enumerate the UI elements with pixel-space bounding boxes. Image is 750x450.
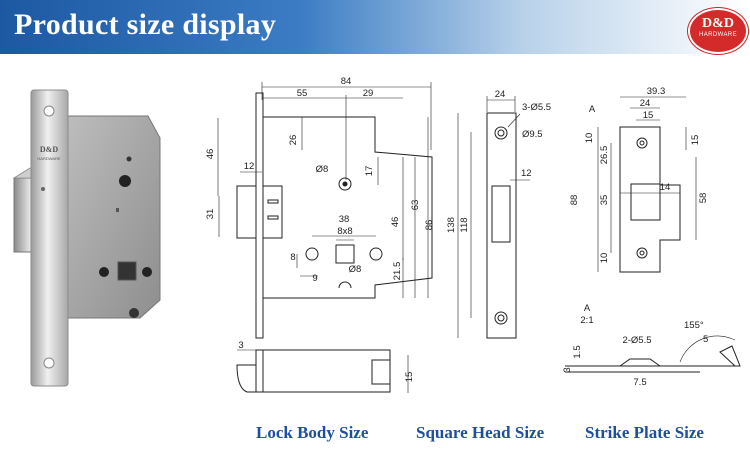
plate-engraving: D&D <box>40 145 58 154</box>
face-plate <box>30 89 69 387</box>
dim-phi8: Ø8 <box>316 164 329 175</box>
dim-46b: 46 <box>390 217 401 228</box>
lb-cylinder <box>335 244 355 264</box>
caption-square-head: Square Head Size <box>416 423 545 442</box>
dim-sp-label-a: A <box>589 104 596 115</box>
plate-engraving-sub: HARDWARE <box>37 156 61 161</box>
sp-opening <box>630 183 661 221</box>
dim-84: 84 <box>341 76 352 87</box>
dim-31: 31 <box>205 209 216 220</box>
dim-sh-24: 24 <box>495 89 506 100</box>
dim-sp-5: 5 <box>703 334 708 345</box>
dim-sp-88: 88 <box>569 195 580 206</box>
lock-body-drawing <box>217 82 433 393</box>
dim-55: 55 <box>297 88 308 99</box>
brand-logo: D&D HARDWARE <box>688 8 748 54</box>
dim-8x8: 8x8 <box>337 226 352 237</box>
cylinder-hole <box>117 261 137 281</box>
lb-side-view <box>262 349 391 393</box>
dim-sp-3: 3 <box>562 367 573 372</box>
spindle-hole <box>119 175 131 187</box>
dim-9: 9 <box>312 273 317 284</box>
caption-lock-body: Lock Body Size <box>256 423 369 442</box>
dim-sp-58: 58 <box>698 193 709 204</box>
dim-sp-holes: 2-Ø5.5 <box>622 335 651 346</box>
lb-latch <box>236 185 257 239</box>
dim-26: 26 <box>288 135 299 146</box>
dim-sp-26-5: 26.5 <box>599 146 610 165</box>
dim-38: 38 <box>339 214 350 225</box>
page-title: Product size display <box>14 8 277 41</box>
dim-sh-138: 138 <box>446 217 457 233</box>
dim-sp-24: 24 <box>640 98 651 109</box>
dim-sp-14: 14 <box>660 182 671 193</box>
logo-text: D&D <box>702 16 734 31</box>
lock-photo: D&D HARDWARE <box>12 89 161 387</box>
dim-3: 3 <box>238 340 243 351</box>
lock-body-dims: 84 55 29 26 46 12 31 Ø8 17 38 8x8 46 63 … <box>205 76 435 382</box>
lb-case <box>262 116 433 299</box>
dim-46: 46 <box>205 149 216 160</box>
dim-63: 63 <box>410 200 421 211</box>
dim-sp-angle: 155° <box>684 320 704 331</box>
dim-17: 17 <box>364 166 375 177</box>
caption-strike-plate: Strike Plate Size <box>585 423 704 442</box>
dim-8: 8 <box>290 252 295 263</box>
lb-faceplate <box>255 92 264 339</box>
screw-hole-top <box>43 105 55 117</box>
dim-21-5: 21.5 <box>392 262 403 281</box>
square-head-drawing <box>457 96 530 339</box>
dim-sp-15b: 15 <box>690 135 701 146</box>
lb-spindle-hole <box>338 177 352 191</box>
dim-phi8b: Ø8 <box>349 264 362 275</box>
dim-15: 15 <box>404 372 415 383</box>
screw-hole-bottom <box>43 357 55 369</box>
dim-sp-1-5: 1.5 <box>572 345 583 358</box>
dim-sp-scale: 2:1 <box>580 315 593 326</box>
dim-29: 29 <box>363 88 374 99</box>
title-banner: Product size display <box>0 0 750 54</box>
dim-sh-holes: 3-Ø5.5 <box>522 102 551 113</box>
dim-sp-15: 15 <box>643 110 654 121</box>
dim-12: 12 <box>244 161 255 172</box>
lock-case <box>65 115 161 319</box>
sh-hole-bottom <box>494 311 508 325</box>
logo-subtext: HARDWARE <box>699 32 737 38</box>
sp-outline <box>619 126 681 273</box>
dim-sh-phi9-5: Ø9.5 <box>522 129 543 140</box>
dim-sp-section-a: A <box>584 303 591 314</box>
dim-sp-39-3: 39.3 <box>647 86 666 97</box>
sp-section <box>565 345 741 367</box>
dim-sp-35: 35 <box>599 195 610 206</box>
dim-sh-12: 12 <box>521 168 532 179</box>
dim-sh-118: 118 <box>459 217 470 232</box>
sh-latch-slot <box>491 185 511 243</box>
dim-86: 86 <box>424 220 435 231</box>
dim-sp-10: 10 <box>584 133 595 144</box>
strike-plate-dims: 39.3 24 15 A 10 26.5 15 35 14 88 58 10 A… <box>562 86 709 388</box>
dim-sp-10b: 10 <box>599 253 610 264</box>
dim-sp-7-5: 7.5 <box>633 377 646 388</box>
sh-faceplate <box>486 112 517 339</box>
sh-hole-top <box>494 126 508 140</box>
square-head-dims: 24 3-Ø5.5 Ø9.5 12 138 118 <box>446 89 551 233</box>
strike-plate-drawing <box>565 96 741 373</box>
